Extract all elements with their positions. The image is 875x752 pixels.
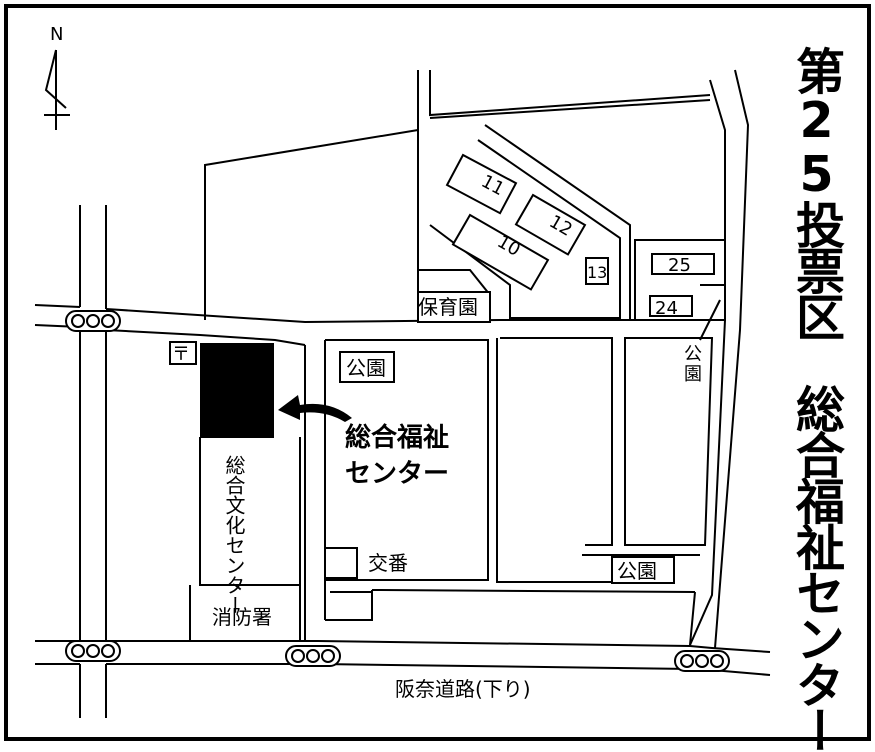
map-frame: [4, 4, 871, 741]
map-title: 第25投票区 総合福祉センター: [788, 46, 845, 752]
shobo-label: 消防署: [212, 605, 272, 629]
traffic-signal-icon: [65, 310, 121, 332]
block-13-label: 13: [587, 263, 607, 282]
nw-diagonal-road: [429, 99, 711, 119]
block-east-4: [624, 337, 714, 546]
block-25-label: 25: [668, 255, 691, 276]
park-b-box: [611, 556, 675, 584]
hoikuen-label: 保育園: [418, 295, 478, 319]
ne-block-outline: [634, 239, 726, 321]
target-building: [200, 343, 274, 438]
compass: [44, 49, 70, 130]
ne-diagonal-road-2: [429, 139, 621, 319]
target-label-line1: 総合福祉: [345, 422, 449, 453]
block-25: [651, 253, 715, 275]
park-b-label: 公園: [617, 559, 657, 583]
bunka-center-label: 総合文化センター: [222, 455, 246, 615]
post-office-box: [169, 341, 197, 365]
traffic-signal-icon: [65, 640, 121, 662]
south-road-top: [371, 589, 696, 593]
block-10: [451, 213, 550, 291]
shobo-block: [189, 585, 301, 642]
park-a-label: 公園: [346, 356, 386, 380]
traffic-signal-icon: [285, 645, 341, 667]
block-13: [585, 257, 609, 285]
road-label: 阪奈道路(下り): [395, 677, 531, 701]
post-office-symbol: 〒: [172, 344, 190, 365]
block-12: [514, 193, 587, 256]
koban-box: [324, 547, 358, 579]
block-east-2: [500, 337, 613, 546]
traffic-signal-icon: [674, 650, 730, 672]
block-11: [445, 153, 518, 215]
compass-arrow-icon: [44, 49, 70, 130]
park-c-label: 公園: [681, 344, 702, 384]
ne-diagonal-road: [484, 124, 631, 320]
ne-block-line: [699, 299, 721, 341]
nw-area-outline: [204, 129, 419, 320]
target-label-line2: センター: [345, 459, 449, 489]
block-24-label: 24: [655, 298, 678, 319]
block-east-1: [325, 339, 489, 581]
block-24: [649, 295, 693, 317]
park-a-box: [339, 351, 395, 383]
north-center-road-right: [429, 70, 711, 117]
block-east-3: [496, 338, 612, 583]
bunka-block: [199, 437, 301, 586]
hoikuen-box: [417, 291, 491, 323]
traffic-signal-group: [65, 310, 730, 672]
koban-label: 交番: [368, 551, 408, 575]
arrow-icon: [278, 395, 352, 422]
south-inner-2: [689, 591, 696, 646]
east-road-right-edge: [714, 69, 750, 649]
compass-label: N: [50, 24, 63, 45]
south-road-bottom: [325, 590, 373, 621]
